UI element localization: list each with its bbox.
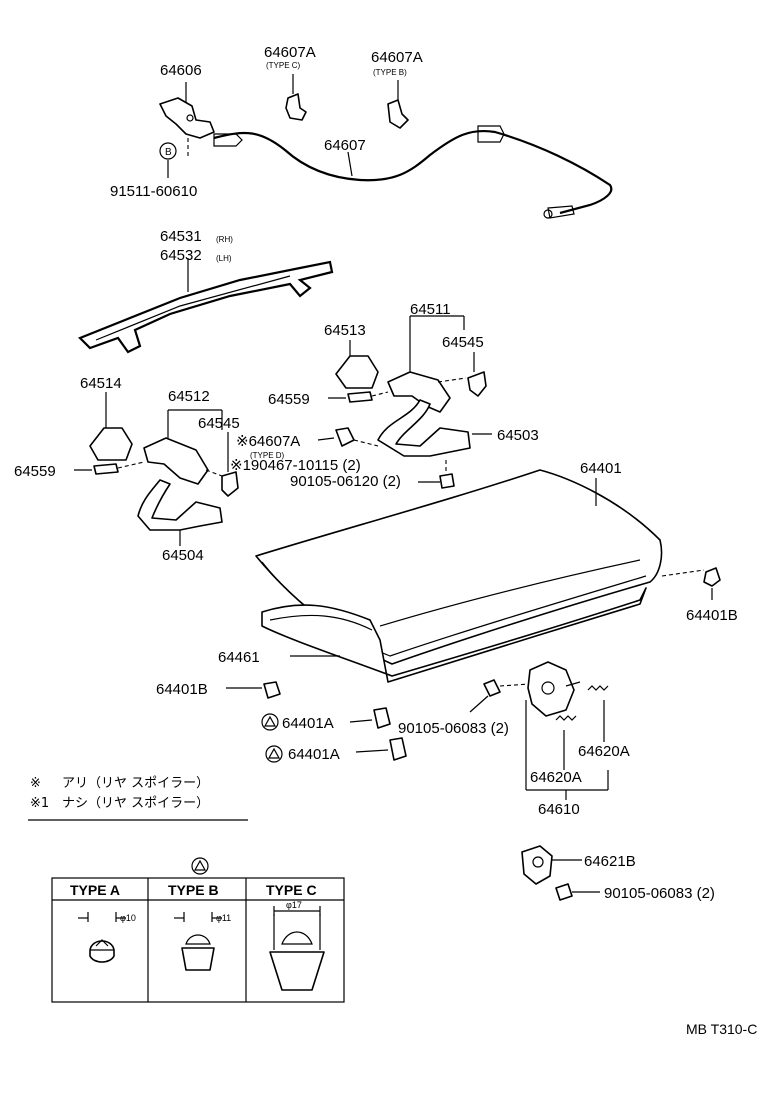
part-64545-bolt-right xyxy=(467,371,487,397)
part-64461-weatherstrip xyxy=(261,587,647,683)
note-type-d: (TYPE D) xyxy=(250,451,285,460)
label-64401: 64401 xyxy=(580,460,622,477)
bolt-mark: B xyxy=(165,147,172,158)
label-91511-60610: 91511-60610 xyxy=(110,183,197,200)
label-64620A-right: 64620A xyxy=(578,743,630,760)
label-64461: 64461 xyxy=(218,649,260,666)
dim-type-b: φ11 xyxy=(216,913,231,923)
bumper-64401A-2: 64401A xyxy=(265,737,407,763)
table-border xyxy=(51,877,345,1003)
label-64512: 64512 xyxy=(168,388,210,405)
label-64504: 64504 xyxy=(162,547,204,564)
label-90105-06083-b: 90105-06083 (2) xyxy=(604,885,715,902)
part-64514-bracket xyxy=(89,427,133,461)
note-type-b: (TYPE B) xyxy=(373,68,407,77)
label-64621B: 64621B xyxy=(584,853,636,870)
type-a-header: TYPE A xyxy=(70,882,120,898)
label-64607A-d: ※64607A xyxy=(236,433,300,450)
part-64610-lock xyxy=(527,661,575,717)
part-64503-hinge xyxy=(377,399,471,457)
type-c-bumper xyxy=(269,951,325,991)
dim-type-a: φ10 xyxy=(120,913,136,923)
type-a-bumper xyxy=(89,940,115,963)
note-lh: (LH) xyxy=(216,254,232,263)
label-64607: 64607 xyxy=(324,137,366,154)
bumper-64401A-1: 64401A xyxy=(261,707,391,732)
legend-mark-1: ※ xyxy=(30,776,41,791)
label-64559-right: 64559 xyxy=(268,391,310,408)
diagram-code: MB T310-C xyxy=(686,1021,757,1037)
label-90105-06083-a: 90105-06083 (2) xyxy=(398,720,509,737)
part-64513-bracket xyxy=(335,355,379,389)
left-hinge-group: 64514 64512 64545 64559 64504 xyxy=(14,375,240,564)
table-mark-circle xyxy=(191,857,209,875)
label-90105-06120: 90105-06120 (2) xyxy=(290,473,401,490)
label-64513: 64513 xyxy=(324,322,366,339)
part-64531-torsion-bar xyxy=(78,260,334,354)
label-64514: 64514 xyxy=(80,375,122,392)
bolt-mark-circle xyxy=(159,142,177,160)
label-64503: 64503 xyxy=(497,427,539,444)
type-b-bumper xyxy=(181,947,215,971)
label-64620A-left: 64620A xyxy=(530,769,582,786)
label-64606: 64606 xyxy=(160,62,202,79)
types-table: TYPE A TYPE B TYPE C φ10 φ11 φ17 xyxy=(51,857,345,1003)
type-b-header: TYPE B xyxy=(168,882,219,898)
label-64559-left: 64559 xyxy=(14,463,56,480)
striker-group: 64621B 90105-06083 (2) xyxy=(521,845,715,902)
label-64610: 64610 xyxy=(538,801,580,818)
note-rh: (RH) xyxy=(216,235,233,244)
spring-64620A-right xyxy=(587,685,609,691)
type-c-header: TYPE C xyxy=(266,882,317,898)
trunk-lid-group: 64401 64401B 64461 64401B 64401A 64401A xyxy=(156,460,738,763)
part-64621B-striker xyxy=(521,845,553,885)
cable-64607 xyxy=(213,130,613,215)
legend: ※ アリ（リヤ スポイラー） ※1 ナシ（リヤ スポイラー） xyxy=(28,776,248,821)
lock-cable-group: 64606 B 91511-60610 64607 64607A (TYPE C… xyxy=(110,44,613,219)
spring-64620A-left xyxy=(555,715,577,721)
part-64607A-type-c xyxy=(285,93,307,121)
right-hinge-group: 64511 64513 64545 64559 64503 ※64607A (T… xyxy=(230,301,539,490)
legend-text-2: ナシ（リヤ スポイラー） xyxy=(62,796,209,811)
label-64532: 64532 xyxy=(160,247,202,264)
note-type-c: (TYPE C) xyxy=(266,61,301,70)
label-64401B-left: 64401B xyxy=(156,681,208,698)
label-190467-10115: ※190467-10115 (2) xyxy=(230,457,361,474)
part-64504-hinge xyxy=(137,479,223,531)
label-64401B-right: 64401B xyxy=(686,607,738,624)
label-64401A-1: 64401A xyxy=(282,715,334,732)
dim-type-c: φ17 xyxy=(286,900,302,910)
label-64531: 64531 xyxy=(160,228,202,245)
label-64545-right: 64545 xyxy=(442,334,484,351)
part-64512-hinge-bracket xyxy=(143,437,209,485)
part-64511-hinge-bracket xyxy=(387,371,451,413)
legend-text-1: アリ（リヤ スポイラー） xyxy=(62,776,209,791)
label-64607A-b: 64607A xyxy=(371,49,423,66)
part-64607A-type-b xyxy=(387,99,409,129)
label-64545-left: 64545 xyxy=(198,415,240,432)
torsion-bar-group: 64531 (RH) 64532 (LH) xyxy=(78,228,334,354)
label-64401A-2: 64401A xyxy=(288,746,340,763)
lock-assembly-group: 90105-06083 (2) 64620A 64620A 64610 xyxy=(398,661,630,818)
label-64511: 64511 xyxy=(410,301,451,318)
legend-mark-2: ※1 xyxy=(30,796,49,811)
label-64607A-c: 64607A xyxy=(264,44,316,61)
